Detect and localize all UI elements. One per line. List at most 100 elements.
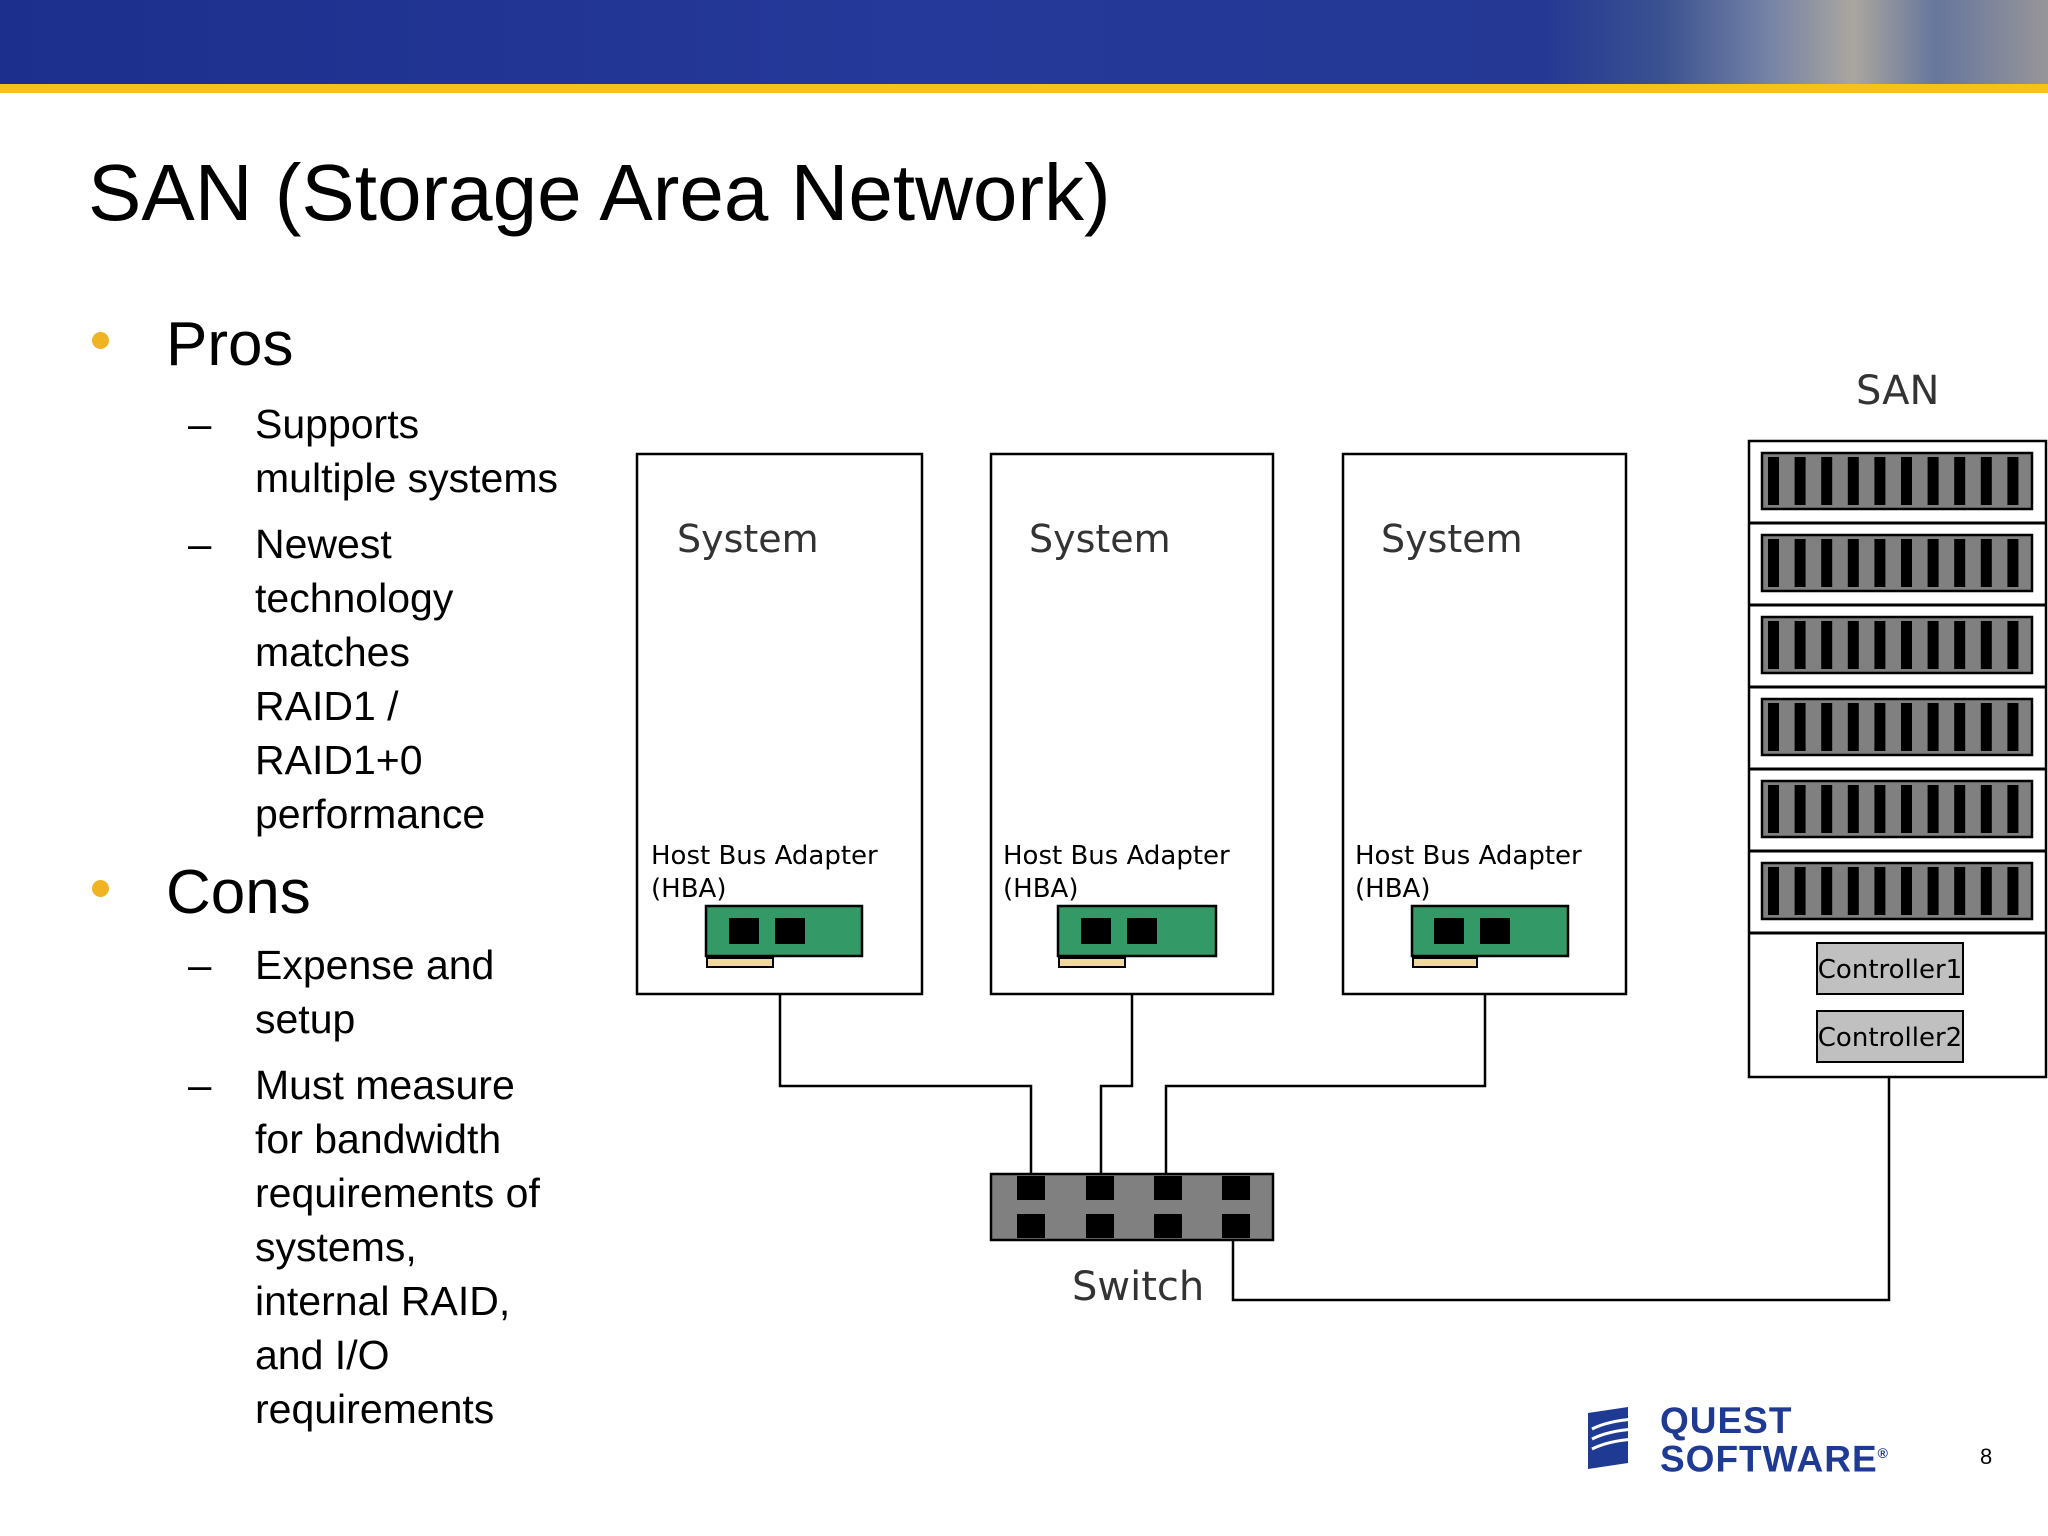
system-box-1: System Host Bus Adapter (HBA): [635, 452, 924, 996]
disk-slot: [1927, 457, 1939, 505]
switch-port: [1086, 1214, 1114, 1238]
text-line: systems,: [255, 1224, 417, 1270]
disk-slot: [1927, 785, 1939, 833]
disk-slot: [1847, 621, 1859, 669]
disk-slot: [1954, 539, 1966, 587]
header-accent-stripe: [0, 84, 2048, 93]
disk-slot: [2007, 785, 2019, 833]
quest-logo-mark-icon: [1588, 1407, 1635, 1469]
switch-port: [1222, 1214, 1250, 1238]
switch-port: [1017, 1176, 1045, 1200]
disk-slot: [1768, 457, 1779, 505]
hba-label: Host Bus Adapter: [651, 841, 878, 871]
controller-label: Controller2: [1818, 1023, 1962, 1053]
system-label: System: [1029, 517, 1171, 561]
wire-system-3: [1164, 994, 1487, 1174]
switch-label: Switch: [1072, 1264, 1204, 1310]
hba-label: (HBA): [1003, 874, 1078, 904]
header-photo-strip: [1536, 0, 2048, 84]
disk-slot: [1901, 867, 1912, 915]
switch-port: [1154, 1214, 1182, 1238]
text-line: Must measure: [255, 1062, 515, 1108]
hba-label: (HBA): [1355, 874, 1430, 904]
disk-slot: [1901, 785, 1912, 833]
system-label: System: [677, 517, 819, 561]
disk-slot: [1874, 867, 1886, 915]
switch-port: [1222, 1176, 1250, 1200]
disk-slot: [2007, 457, 2019, 505]
switch-icon: [989, 1172, 1275, 1242]
disk-slot: [1980, 703, 1992, 751]
cons-heading: Cons: [166, 858, 311, 927]
disk-slot: [1927, 621, 1939, 669]
system-label: System: [1381, 517, 1523, 561]
hba-label: (HBA): [651, 874, 726, 904]
hba-card-icon: [704, 904, 864, 968]
disk-slot: [1980, 785, 1992, 833]
disk-slot: [1768, 539, 1779, 587]
text-line: and I/O: [255, 1332, 390, 1378]
page-number: 8: [1980, 1444, 1993, 1469]
bullet-icon: [92, 880, 109, 897]
disk-slot: [1980, 621, 1992, 669]
disk-slot: [1954, 621, 1966, 669]
san-label: SAN: [1856, 368, 1939, 414]
disk-slot: [1821, 867, 1833, 915]
text-line: multiple systems: [255, 455, 559, 501]
disk-slot: [1794, 785, 1806, 833]
disk-slot: [1901, 539, 1912, 587]
text-line: RAID1 /: [255, 683, 399, 729]
cons-item-1: Expense and setup: [255, 938, 615, 1046]
dash-icon: –: [188, 941, 212, 988]
wire-system-2: [1099, 994, 1134, 1174]
disk-slot: [1927, 539, 1939, 587]
hba-label: Host Bus Adapter: [1355, 841, 1582, 871]
text-line: for bandwidth: [255, 1116, 502, 1162]
disk-slot: [2007, 867, 2019, 915]
hba-card-icon: [1056, 904, 1218, 968]
controller-label: Controller1: [1818, 955, 1962, 985]
disk-slot: [1821, 457, 1833, 505]
wire-switch-to-san: [1231, 1068, 1891, 1302]
wire-system-1: [778, 994, 1033, 1174]
disk-slot: [1768, 703, 1779, 751]
bullet-icon: [92, 332, 109, 349]
text-line: internal RAID,: [255, 1278, 511, 1324]
disk-slot: [2007, 621, 2019, 669]
disk-slot: [1768, 621, 1779, 669]
disk-shelves: [1749, 451, 2046, 935]
disk-slot: [1821, 703, 1833, 751]
dash-icon: –: [188, 1061, 212, 1108]
disk-slot: [1874, 457, 1886, 505]
text-line: technology: [255, 575, 454, 621]
disk-slot: [2007, 703, 2019, 751]
disk-slot: [1794, 867, 1806, 915]
text-line: Supports: [255, 401, 420, 447]
text-line: requirements: [255, 1386, 495, 1432]
text-line: matches: [255, 629, 410, 675]
disk-slot: [1980, 539, 1992, 587]
san-cabinet: Controller1 Controller2: [1747, 439, 2048, 1079]
registered-mark: ®: [1877, 1445, 1889, 1461]
disk-slot: [1768, 867, 1779, 915]
disk-slot: [1901, 457, 1912, 505]
logo-text-line2: SOFTWARE®: [1660, 1431, 1889, 1481]
dash-icon: –: [188, 520, 212, 567]
logo-text-line1: QUEST: [1660, 1400, 1793, 1441]
disk-slot: [1874, 621, 1886, 669]
disk-slot: [1847, 703, 1859, 751]
disk-slot: [1821, 785, 1833, 833]
text-line: requirements of: [255, 1170, 540, 1216]
switch-port: [1017, 1214, 1045, 1238]
disk-slot: [1927, 703, 1939, 751]
system-box-3: System Host Bus Adapter (HBA): [1341, 452, 1628, 996]
controller-1: Controller1: [1816, 942, 1964, 995]
text-line: setup: [255, 996, 356, 1042]
disk-slot: [1927, 867, 1939, 915]
disk-slot: [1768, 785, 1779, 833]
disk-slot: [1874, 703, 1886, 751]
disk-slot: [1954, 457, 1966, 505]
disk-slot: [1847, 457, 1859, 505]
disk-slot: [1847, 867, 1859, 915]
